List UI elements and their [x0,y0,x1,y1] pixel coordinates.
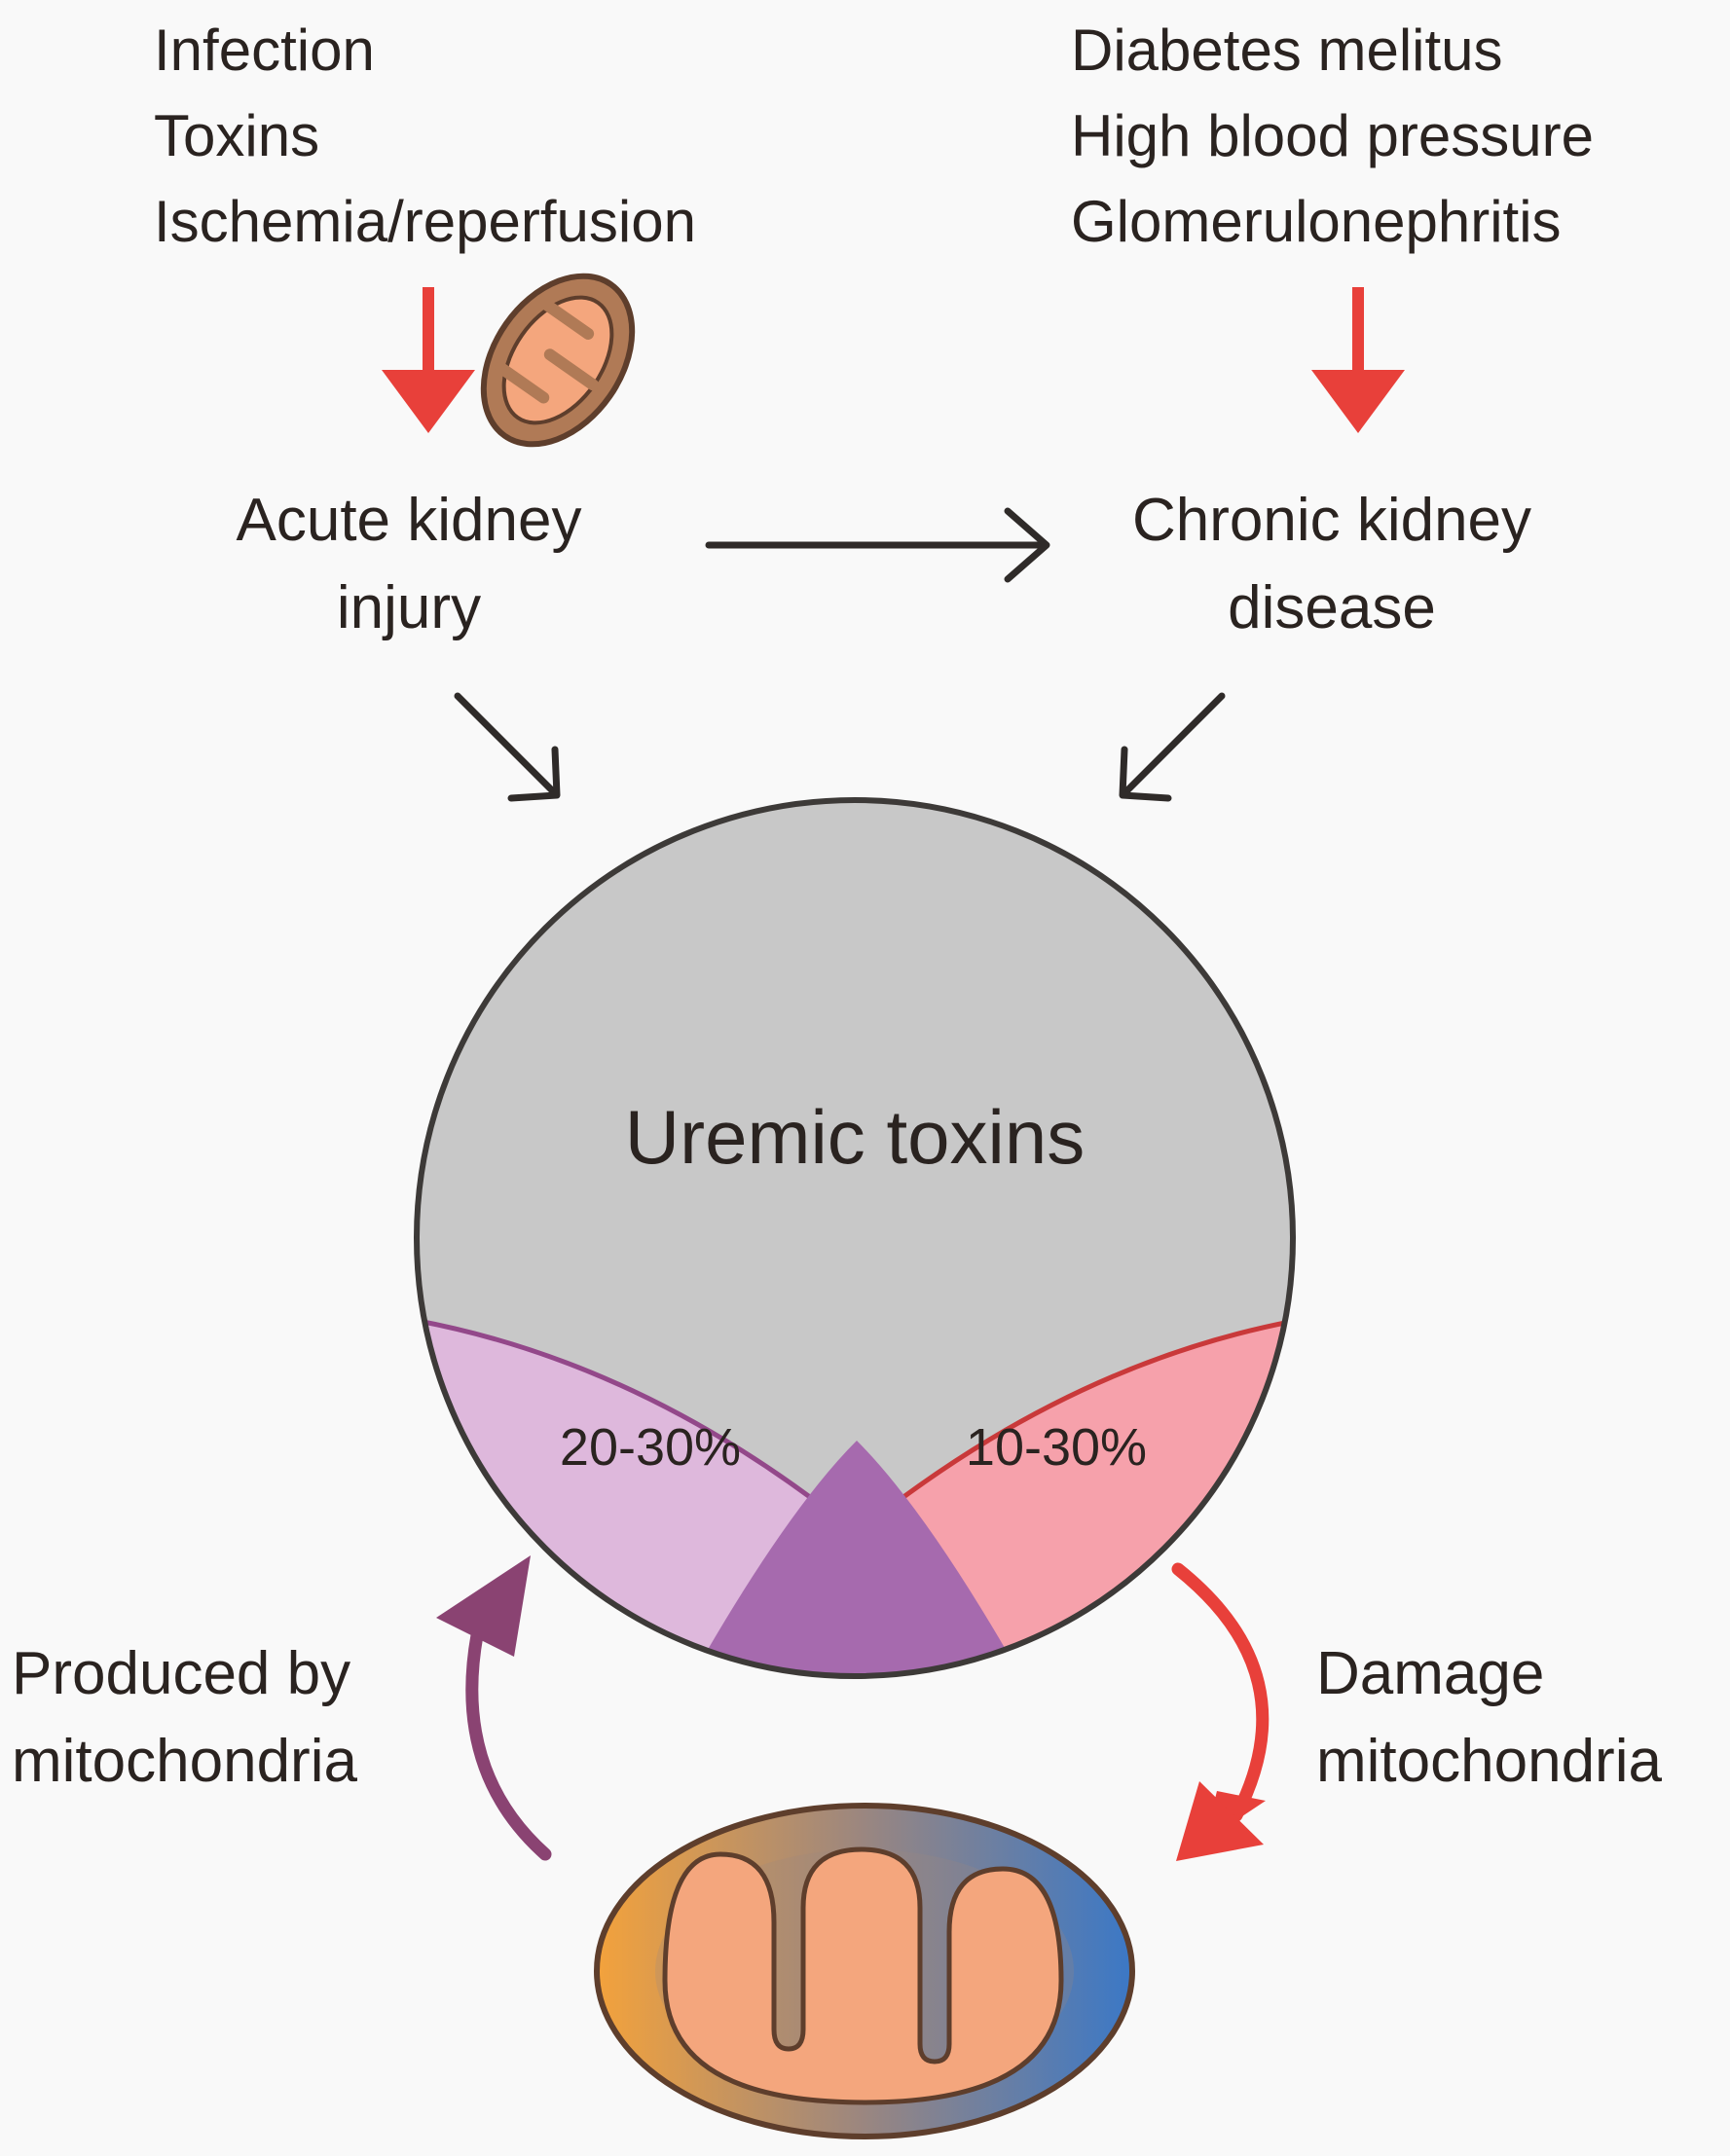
uremic-toxins-circle [414,797,1296,1679]
cause-glomerulonephritis: Glomerulonephritis [1071,189,1562,254]
red-arrow-left [382,287,475,433]
damage-label-line2: mitochondria [1316,1728,1662,1795]
cause-diabetes: Diabetes melitus [1071,18,1503,83]
small-mitochondrion-icon [480,273,636,448]
arrow-aki-to-toxins [454,692,561,802]
cause-infection: Infection [154,18,375,83]
segment-right-percent: 10-30% [966,1418,1147,1477]
large-mitochondrion-icon [594,1803,1135,2139]
produced-label-line2: mitochondria [12,1728,357,1795]
aki-label-line2: injury [337,574,481,641]
arrow-produced-by-mitochondria [436,1555,552,1861]
circle-title: Uremic toxins [625,1094,1085,1180]
damage-label-line1: Damage [1316,1640,1544,1707]
produced-label-line1: Produced by [12,1640,350,1707]
arrow-aki-to-ckd [705,507,1050,583]
arrow-damage-mitochondria [1171,1562,1270,1861]
cause-ischemia-reperfusion: Ischemia/reperfusion [154,189,696,254]
arrow-ckd-to-toxins [1119,692,1226,802]
segment-left-percent: 20-30% [560,1418,741,1477]
cause-toxins: Toxins [154,103,319,168]
ckd-label-line1: Chronic kidney [1132,487,1531,554]
segment-overlap [672,1441,1042,1676]
red-arrow-right [1311,287,1405,433]
ckd-label-line2: disease [1228,574,1436,641]
cause-high-blood-pressure: High blood pressure [1071,103,1594,168]
aki-label-line1: Acute kidney [237,487,582,554]
